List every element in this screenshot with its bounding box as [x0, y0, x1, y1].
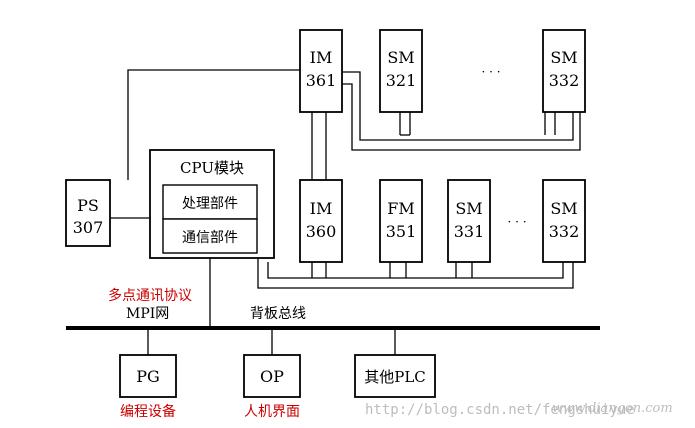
mpi-bus-line [66, 326, 600, 330]
ps307-box [65, 179, 111, 247]
cpu-comm-label: 通信部件 [182, 230, 238, 246]
im360-label-2: 360 [306, 222, 337, 241]
bottom-bus-inner-2 [267, 262, 564, 279]
other-plc-box [354, 354, 436, 398]
watermark-url: http://blog.csdn.net/fengshuiyue [365, 402, 635, 418]
sm321-label-1: SM [387, 48, 414, 67]
sm321-label-2: 321 [386, 71, 417, 90]
pg-label: PG [136, 367, 160, 386]
ps307-label-1: PS [77, 196, 99, 215]
connector-lines [110, 69, 581, 355]
cpu-title: CPU模块 [180, 159, 244, 177]
fm351-box [379, 179, 423, 263]
cpu-processing-label: 处理部件 [182, 196, 238, 212]
op-caption: 人机界面 [244, 404, 300, 420]
sm332-bottom-label-2: 332 [549, 222, 580, 241]
cpu-comm-box [162, 218, 258, 254]
ps307-label-2: 307 [73, 218, 104, 237]
im361-box [299, 29, 343, 113]
im360-label-1: IM [310, 199, 333, 218]
fm351-label-2: 351 [386, 222, 417, 241]
top-bus-outer [342, 71, 574, 141]
cpu-processing-box [162, 184, 258, 220]
sm332-bottom-label-1: SM [550, 199, 577, 218]
sm332-top-box [542, 29, 586, 113]
sm331-label-1: SM [455, 199, 482, 218]
ps-to-im361-line [127, 69, 300, 180]
im360-box [299, 179, 343, 263]
sm332-bottom-box [542, 179, 586, 263]
watermark-site: www.diangon.com [552, 401, 673, 416]
sm321-box [379, 29, 423, 113]
top-bus-outer-2 [342, 83, 581, 151]
bottom-bus-inner [257, 262, 574, 289]
pg-caption: 编程设备 [120, 403, 176, 420]
sm331-label-2: 331 [454, 222, 485, 241]
mpi-protocol-label: 多点通讯协议 [108, 287, 192, 304]
ellipsis-top: · · · [481, 65, 500, 79]
im361-label-2: 361 [306, 71, 337, 90]
other-plc-label: 其他PLC [364, 368, 426, 386]
sm332-top-label-2: 332 [549, 71, 580, 90]
sm331-box [447, 179, 491, 263]
im361-label-1: IM [310, 48, 333, 67]
sm332-top-label-1: SM [550, 48, 577, 67]
op-label: OP [260, 367, 284, 386]
mpi-net-label: MPI网 [126, 306, 169, 322]
fm351-label-1: FM [387, 199, 414, 218]
op-box [243, 354, 301, 398]
pg-box [119, 354, 177, 398]
backplane-bus-label: 背板总线 [250, 306, 306, 322]
ellipsis-bottom: · · · [507, 215, 526, 229]
